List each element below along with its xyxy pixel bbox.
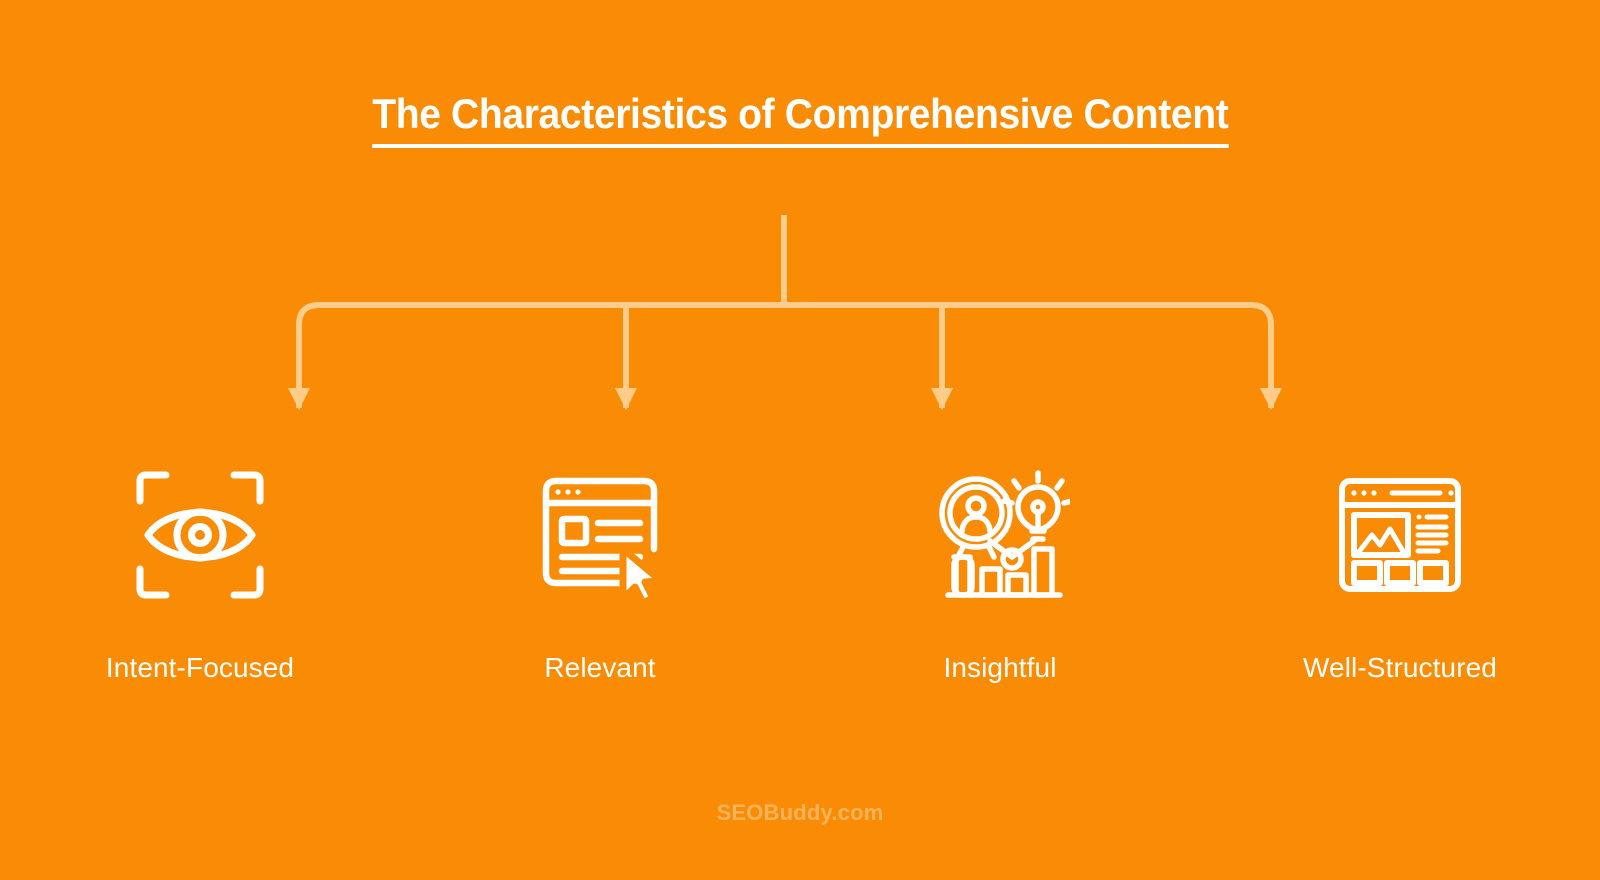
footer-watermark: SEOBuddy.com bbox=[716, 800, 884, 825]
magnifier-person-lightbulb-chart-icon bbox=[925, 460, 1075, 610]
eye-viewfinder-icon bbox=[125, 460, 275, 610]
branch-columns: Intent-Focused bbox=[0, 460, 1600, 684]
branch-label: Intent-Focused bbox=[105, 652, 295, 683]
branch-item-insightful: Insightful bbox=[800, 460, 1200, 684]
arrowhead-2 bbox=[615, 388, 637, 410]
branch-label: Well-Structured bbox=[1303, 652, 1497, 683]
branch-label: Insightful bbox=[943, 652, 1057, 683]
branch-item-well-structured: Well-Structured bbox=[1200, 460, 1600, 684]
branch-item-intent-focused: Intent-Focused bbox=[0, 460, 400, 684]
branch-label: Relevant bbox=[544, 652, 656, 683]
browser-window-cursor-icon bbox=[525, 460, 675, 610]
arrowhead-3 bbox=[931, 388, 953, 410]
arrowhead-4 bbox=[1260, 388, 1282, 410]
webpage-layout-icon bbox=[1325, 460, 1475, 610]
footer: SEOBuddy.com bbox=[0, 800, 1600, 826]
branch-item-relevant: Relevant bbox=[400, 460, 800, 684]
arrowhead-1 bbox=[288, 388, 310, 410]
page-title: The Characteristics of Comprehensive Con… bbox=[371, 91, 1228, 149]
title-block: The Characteristics of Comprehensive Con… bbox=[0, 91, 1600, 149]
connector-distribution-bar bbox=[296, 302, 1274, 408]
